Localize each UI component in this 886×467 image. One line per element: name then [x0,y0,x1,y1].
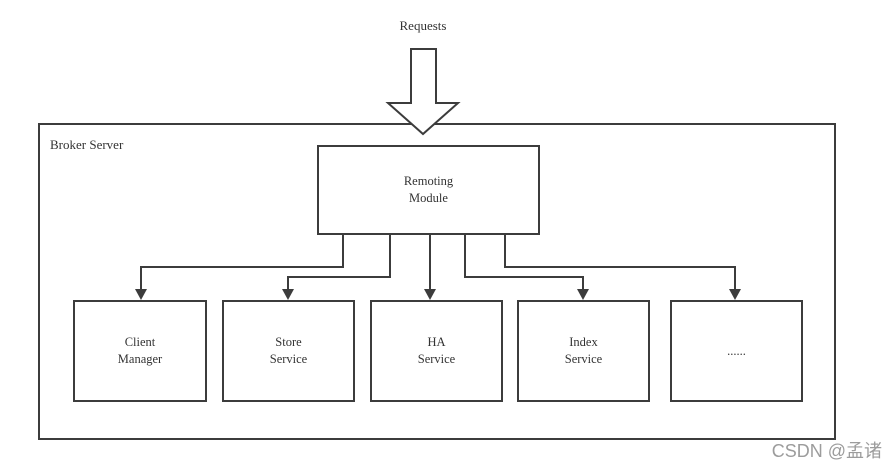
node-remoting-module-label: Remoting Module [403,174,454,205]
node-client-manager-label: Client Manager [117,335,163,366]
node-client-manager: Client Manager [73,300,207,402]
node-store-service: Store Service [222,300,355,402]
node-more-label: ...... [727,343,746,358]
node-more: ...... [670,300,803,402]
node-remoting-module: Remoting Module [317,145,540,235]
requests-down-arrow-icon [385,48,461,136]
node-store-service-label: Store Service [269,335,308,366]
node-ha-service: HA Service [370,300,503,402]
broker-server-label: Broker Server [50,137,124,152]
csdn-watermark: CSDN @孟诸 [771,441,882,461]
node-index-service: Index Service [517,300,650,402]
requests-label: Requests [399,18,447,33]
node-ha-service-label: HA Service [417,335,456,366]
node-index-service-label: Index Service [564,335,603,366]
